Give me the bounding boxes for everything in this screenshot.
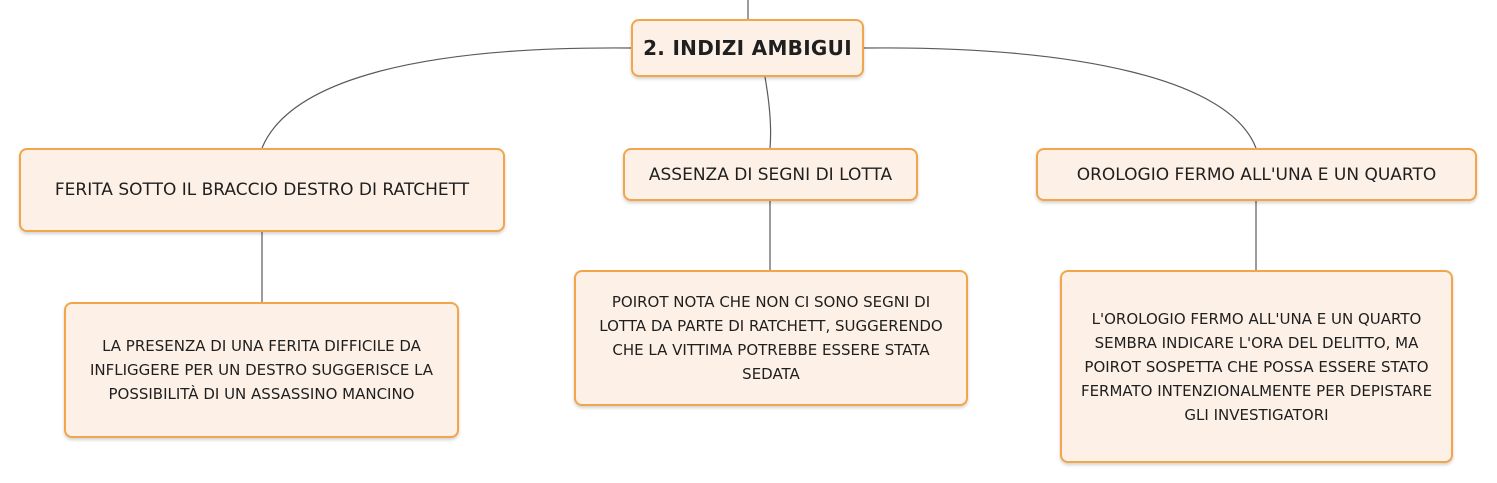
subtopic-assenza-lotta-text: POIROT NOTA CHE NON CI SONO SEGNI DI LOT… bbox=[599, 293, 943, 383]
topic-assenza-lotta-label: ASSENZA DI SEGNI DI LOTTA bbox=[648, 164, 893, 185]
topic-orologio[interactable]: OROLOGIO FERMO ALL'UNA E UN QUARTO bbox=[1036, 148, 1477, 201]
connector-root-to-branch-1 bbox=[261, 47, 632, 149]
topic-orologio-label: OROLOGIO FERMO ALL'UNA E UN QUARTO bbox=[1076, 164, 1437, 185]
connector-root-to-branch-2 bbox=[764, 76, 772, 149]
subtopic-ferita-detail[interactable]: LA PRESENZA DI UNA FERITA DIFFICILE DA I… bbox=[64, 302, 459, 438]
subtopic-assenza-lotta-detail[interactable]: POIROT NOTA CHE NON CI SONO SEGNI DI LOT… bbox=[574, 270, 968, 406]
connector-root-to-branch-3 bbox=[863, 47, 1257, 149]
topic-assenza-lotta[interactable]: ASSENZA DI SEGNI DI LOTTA bbox=[623, 148, 918, 201]
root-topic[interactable]: 2. INDIZI AMBIGUI bbox=[631, 19, 864, 77]
topic-ferita[interactable]: FERITA SOTTO IL BRACCIO DESTRO DI RATCHE… bbox=[19, 148, 505, 232]
subtopic-orologio-text: L'OROLOGIO FERMO ALL'UNA E UN QUARTO SEM… bbox=[1080, 309, 1433, 424]
subtopic-ferita-text: LA PRESENZA DI UNA FERITA DIFFICILE DA I… bbox=[89, 337, 434, 403]
root-topic-label: 2. INDIZI AMBIGUI bbox=[643, 36, 852, 60]
topic-ferita-label: FERITA SOTTO IL BRACCIO DESTRO DI RATCHE… bbox=[54, 180, 470, 200]
subtopic-orologio-detail[interactable]: L'OROLOGIO FERMO ALL'UNA E UN QUARTO SEM… bbox=[1060, 270, 1453, 463]
